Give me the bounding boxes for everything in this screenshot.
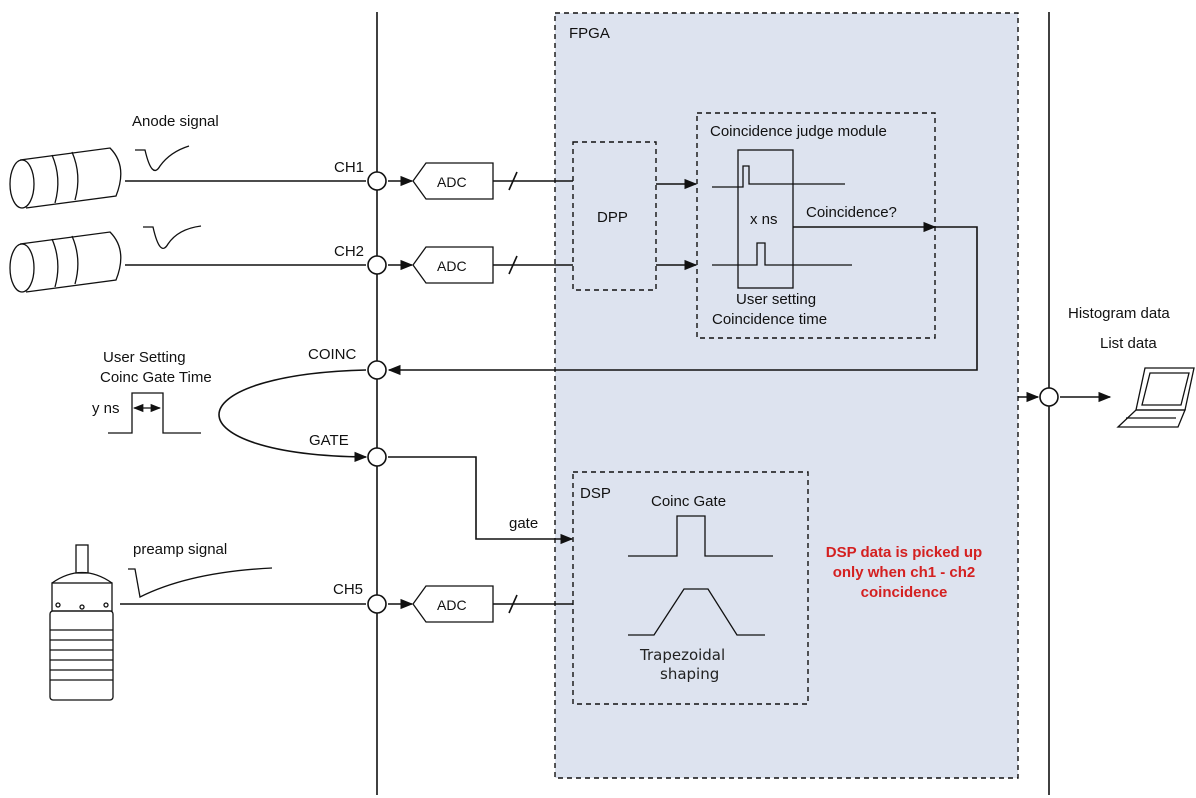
coinc-gate-pulse <box>628 515 773 557</box>
coincidence-judge-module <box>696 112 936 339</box>
ch2-port <box>367 255 387 275</box>
dsp-note-line3: coincidence <box>861 584 948 601</box>
ch2-label: CH2 <box>334 243 364 260</box>
fpga-label: FPGA <box>569 25 610 42</box>
ch2-adc-label: ADC <box>437 258 467 274</box>
ch1-bus-slash <box>508 171 518 191</box>
coincidence-window <box>737 149 794 289</box>
laptop-icon <box>1116 367 1195 428</box>
dsp-label: DSP <box>580 485 611 502</box>
coincidence-window-label: x ns <box>750 211 778 228</box>
dsp-block <box>572 471 809 705</box>
gate-pulse-shape <box>108 392 201 434</box>
ch5-label: CH5 <box>333 581 363 598</box>
coinc-pulse-trace-2 <box>712 242 852 266</box>
output-label-line1: Histogram data <box>1068 305 1170 322</box>
gate-to-dsp-wire <box>388 456 574 545</box>
coincidence-module-title: Coincidence judge module <box>710 123 887 140</box>
trapezoidal-label-line2: shaping <box>660 665 719 683</box>
user-setting-line1: User Setting <box>103 349 186 366</box>
ch1-label: CH1 <box>334 159 364 176</box>
pmt-detector-1 <box>9 147 122 209</box>
ch1-port <box>367 171 387 191</box>
coinc-feedback-wire <box>387 226 978 376</box>
output-label-line2: List data <box>1100 335 1157 352</box>
ch5-adc-label: ADC <box>437 597 467 613</box>
dpp-label: DPP <box>597 209 628 226</box>
coincidence-setting-line1: User setting <box>736 291 816 308</box>
anode-pulse-icon-2 <box>143 225 202 249</box>
ch2-bus-slash <box>508 255 518 275</box>
ge-detector-icon <box>49 544 114 701</box>
gate-port <box>367 447 387 467</box>
pmt-detector-2 <box>9 231 122 293</box>
fpga-region <box>554 12 1019 779</box>
preamp-pulse-icon <box>128 567 273 598</box>
ch5-bus-slash <box>508 594 518 614</box>
anode-signal-label: Anode signal <box>132 113 219 130</box>
coincidence-question-label: Coincidence? <box>806 204 897 221</box>
output-port <box>1039 387 1059 407</box>
dsp-note-line1: DSP data is picked up <box>826 544 982 561</box>
ch1-adc-label: ADC <box>437 174 467 190</box>
ch5-port <box>367 594 387 614</box>
user-setting-line2: Coinc Gate Time <box>100 369 212 386</box>
coinc-pulse-trace-1 <box>712 165 845 188</box>
dpp-block <box>572 141 657 291</box>
anode-pulse-icon <box>135 145 190 171</box>
coinc-port <box>367 360 387 380</box>
gate-width-label: y ns <box>92 400 120 417</box>
trapezoidal-label-line1: Trapezoidal <box>639 646 725 664</box>
gate-wire-label: gate <box>509 515 538 532</box>
trapezoid-shape <box>628 588 765 636</box>
coinc-gate-label: Coinc Gate <box>651 493 726 510</box>
preamp-signal-label: preamp signal <box>133 541 227 558</box>
coinc-to-gate-loop <box>218 369 368 462</box>
coincidence-setting-line2: Coincidence time <box>712 311 827 328</box>
dsp-note-line2: only when ch1 - ch2 <box>833 564 976 581</box>
coinc-label: COINC <box>308 346 357 363</box>
gate-label: GATE <box>309 432 349 449</box>
